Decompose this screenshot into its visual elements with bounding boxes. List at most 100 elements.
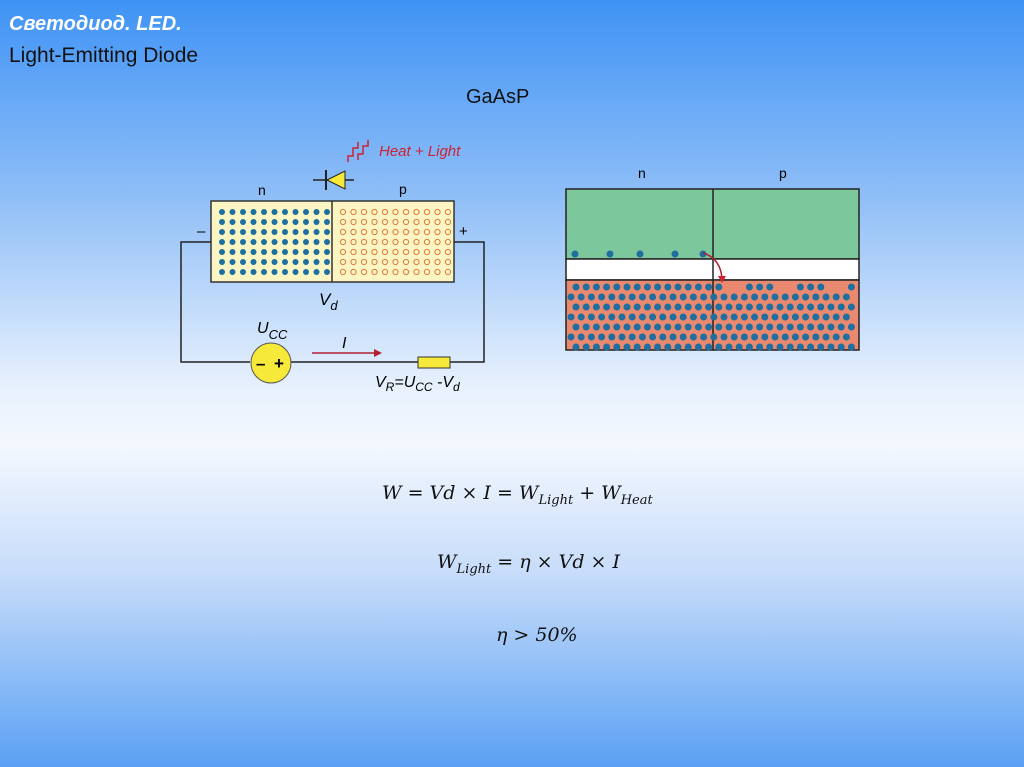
valence-electron [776,303,784,311]
valence-electron [679,333,687,341]
valence-electron [791,313,799,321]
valence-electron [654,323,662,331]
valence-electron [638,333,646,341]
valence-electron [827,323,835,331]
valence-electron [705,303,713,311]
valence-electron [572,303,580,311]
hole [360,238,368,246]
valence-electron [664,283,672,291]
valence-electron [643,283,651,291]
hole [339,268,347,276]
electron [250,249,257,255]
valence-electron [623,303,631,311]
hole [360,218,368,226]
hole [434,258,441,266]
valence-electron [623,323,631,331]
electron [313,249,320,255]
valence-electron [796,323,804,331]
valence-electron [649,313,657,321]
electron [313,209,320,215]
emission-arrows-icon [347,140,369,162]
electron [292,219,299,225]
electron [313,239,320,245]
valence-electron [847,343,855,351]
minus-terminal: – [197,223,206,240]
n-label: n [258,182,266,198]
valence-electron [832,333,840,341]
material-label: GaAsP [466,86,530,108]
hole [434,208,441,216]
band-n-label: n [638,165,646,181]
valence-electron [587,333,595,341]
valence-electron [689,313,697,321]
hole [381,208,389,216]
hole [371,228,378,236]
hole [434,238,441,246]
valence-electron [720,293,728,301]
hole [381,228,389,236]
valence-electron [735,343,743,351]
electron [271,209,278,215]
hole [381,238,389,246]
valence-electron [623,343,631,351]
resistor [417,356,451,369]
electron [303,209,309,215]
electron [219,229,225,235]
valence-electron [807,303,815,311]
hole [381,248,389,256]
hole [423,248,431,256]
conduction-electron [571,250,579,258]
electron [292,249,299,255]
current-arrow-icon [312,349,382,357]
electron [261,269,267,275]
circuit-wire [180,241,485,363]
valence-electron [654,283,662,291]
hole [371,218,378,226]
formula-efficiency: η > 50% [496,624,578,646]
electron [313,259,320,265]
electron [240,249,246,255]
hole [423,218,431,226]
electron [292,229,299,235]
hole [360,228,368,236]
valence-electron [817,283,825,291]
hole [402,218,410,226]
valence-electron [715,303,723,311]
valence-electron [603,343,611,351]
valence-electron [766,283,774,291]
electron [240,229,246,235]
valence-electron [771,333,779,341]
valence-electron [694,283,702,291]
valence-electron [689,293,697,301]
valence-electron [684,323,692,331]
valence-electron [598,333,606,341]
valence-electron [618,293,626,301]
valence-electron [812,333,820,341]
electron [292,239,299,245]
recombination-arrow-icon [702,252,723,279]
valence-electron [710,333,718,341]
valence-electron [592,303,600,311]
hole [444,208,452,216]
valence-electron [567,293,575,301]
valence-electron [582,303,590,311]
hole [444,238,452,246]
electron [292,259,299,265]
valence-electron [705,343,713,351]
hole [434,218,441,226]
hole [413,258,420,266]
electron [303,229,309,235]
electron [324,249,330,255]
valence-electron [776,343,784,351]
source-plus: + [274,354,284,373]
source-minus: – [256,354,265,373]
valence-electron [842,293,850,301]
valence-electron [725,323,733,331]
slide-title: Светодиод. LED. [9,13,182,35]
formula-light-power: WLight = η × Vd × I [437,551,621,577]
hole [392,268,399,276]
electron [229,259,236,265]
vr-label: VR=UCC -Vd [375,374,460,394]
valence-electron [756,303,764,311]
valence-electron [643,303,651,311]
